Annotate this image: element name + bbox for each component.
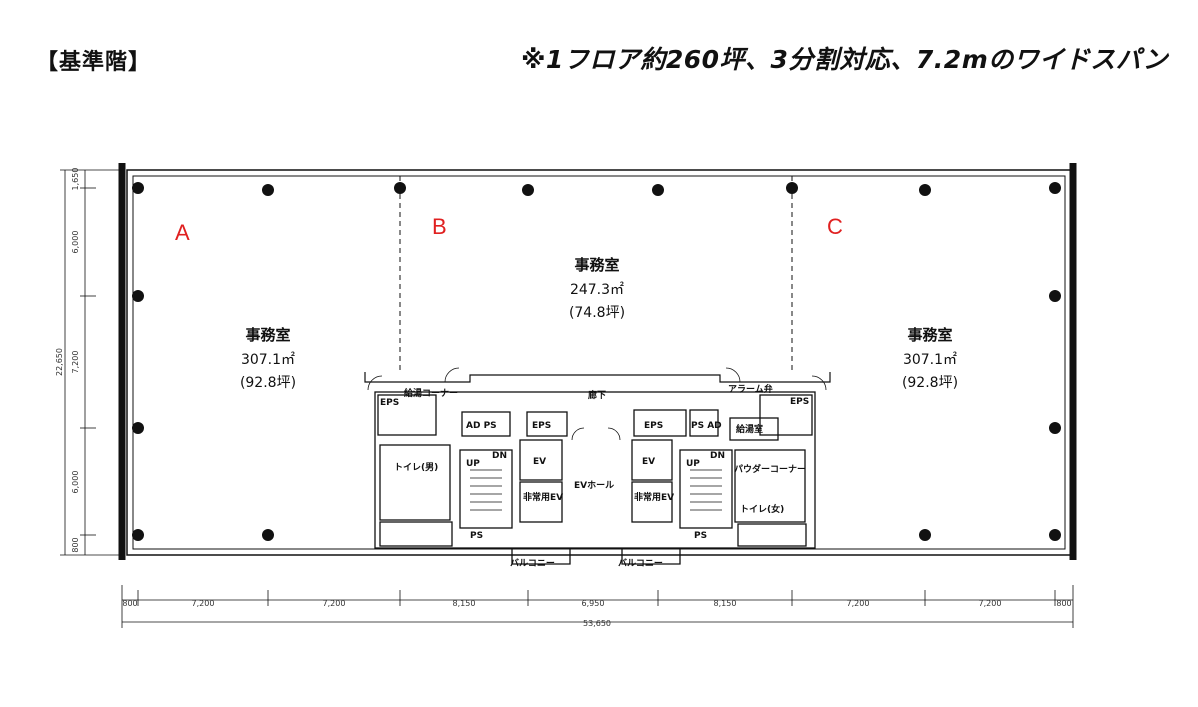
dim-bottom-9: 800	[1056, 599, 1071, 608]
kitchen-room-label: 給湯室	[736, 423, 763, 435]
room-b-area-m2: 247.3㎡	[570, 282, 624, 298]
alarm-valve-label: アラーム弁	[728, 383, 773, 395]
dn-right-label: DN	[710, 451, 725, 461]
dim-left-5: 800	[71, 537, 80, 552]
ps-right-label: PS	[694, 531, 707, 541]
outer-walls	[118, 163, 1077, 560]
kitchen-corner-label: 給湯コーナー	[404, 387, 458, 399]
dim-bottom-3: 7,200	[323, 599, 346, 608]
structural-columns	[132, 182, 1061, 541]
eps-left-label: EPS	[532, 421, 551, 431]
dim-bottom-7: 7,200	[847, 599, 870, 608]
ad-ps-label: AD PS	[466, 421, 497, 431]
dim-bottom-5: 6,950	[582, 599, 605, 608]
left-dimension-lines	[60, 169, 122, 556]
room-b-name: 事務室	[574, 256, 619, 274]
room-c-area-tsubo: (92.8坪)	[902, 375, 958, 391]
room-c-name: 事務室	[907, 326, 952, 344]
up-left-label: UP	[466, 459, 480, 469]
zone-label-a: A	[175, 220, 190, 245]
powder-corner-label: パウダーコーナー	[734, 463, 806, 475]
eps-far-right-label: EPS	[790, 397, 809, 407]
dim-bottom-8: 7,200	[979, 599, 1002, 608]
dim-left-3: 7,200	[71, 351, 80, 374]
dim-bottom-1: 800	[122, 599, 137, 608]
balcony-left-label: バルコニー	[510, 558, 555, 569]
dim-bottom-2: 7,200	[192, 599, 215, 608]
ps-ad-label: PS AD	[691, 421, 722, 431]
floor-title: 【基準階】	[36, 50, 152, 75]
dn-left-label: DN	[492, 451, 507, 461]
eps-right-label: EPS	[644, 421, 663, 431]
doors	[367, 367, 827, 441]
corridor-wall	[364, 372, 831, 383]
up-right-label: UP	[686, 459, 700, 469]
corridor-label: 廊下	[588, 389, 606, 401]
toilet-right-label: トイレ(女)	[740, 503, 784, 515]
core-area	[374, 391, 816, 565]
toilet-left-label: トイレ(男)	[394, 462, 438, 473]
floor-subtitle: ※1フロア約260坪、3分割対応、7.2mのワイドスパン	[521, 45, 1168, 74]
room-c-area-m2: 307.1㎡	[903, 352, 957, 368]
dim-bottom-total: 53,650	[583, 619, 611, 628]
ps-left-label: PS	[470, 531, 483, 541]
room-a-area-m2: 307.1㎡	[241, 352, 295, 368]
room-b-area-tsubo: (74.8坪)	[569, 305, 625, 321]
ev-hall-label: EVホール	[574, 480, 614, 491]
eps-far-left-label: EPS	[380, 398, 399, 408]
ev-right-label: EV	[642, 457, 655, 467]
dim-left-4: 6,000	[71, 471, 80, 494]
dim-bottom-6: 8,150	[714, 599, 737, 608]
bottom-dimension-lines	[121, 585, 1074, 628]
room-a-name: 事務室	[245, 326, 290, 344]
dim-left-1: 1,650	[71, 168, 80, 191]
dim-left-2: 6,000	[71, 231, 80, 254]
zone-label-c: C	[827, 214, 843, 239]
dim-left-total: 22,650	[55, 348, 64, 376]
dim-bottom-4: 8,150	[453, 599, 476, 608]
emergency-ev-left-label: 非常用EV	[523, 491, 563, 503]
ev-left-label: EV	[533, 457, 546, 467]
zone-label-b: B	[432, 214, 447, 239]
emergency-ev-right-label: 非常用EV	[634, 491, 674, 503]
stairs	[470, 469, 722, 511]
room-a-area-tsubo: (92.8坪)	[240, 375, 296, 391]
balcony-right-label: バルコニー	[618, 558, 663, 569]
